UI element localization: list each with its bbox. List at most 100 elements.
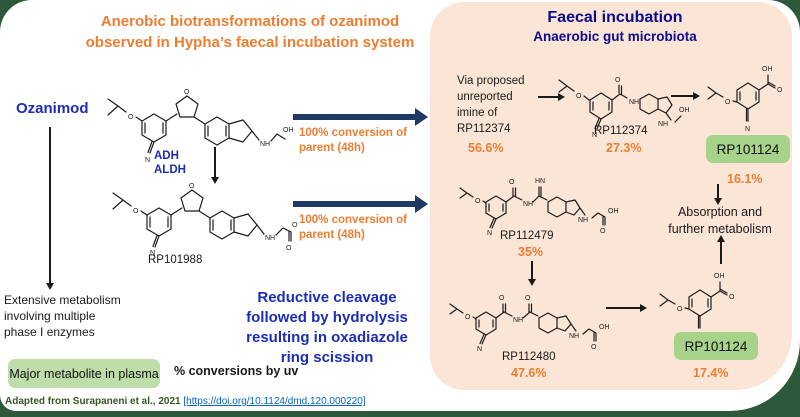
extensive-metabolism-text: Extensive metabolism involving multiple … — [4, 292, 149, 340]
svg-text:O: O — [591, 344, 597, 351]
rp101124-top-label: RP101124 — [716, 141, 780, 157]
svg-text:O: O — [729, 294, 735, 301]
reductive-cleavage-text: Reductive cleavage followed by hydrolysi… — [222, 288, 432, 368]
extensive-line1: Extensive metabolism — [4, 293, 121, 307]
arrow-rp112479-to-rp112480 — [528, 261, 535, 286]
svg-text:O: O — [725, 99, 731, 106]
svg-text:O: O — [128, 114, 134, 121]
conversion1-line2: parent (48h) — [299, 142, 365, 154]
uv-note: % conversions by uv — [174, 364, 299, 378]
svg-text:NH: NH — [513, 317, 523, 324]
via-line1: Via proposed — [457, 75, 525, 87]
svg-text:NH: NH — [658, 121, 668, 128]
svg-text:NH: NH — [523, 201, 533, 208]
svg-text:O: O — [600, 228, 606, 235]
rp112480-label: RP112480 — [502, 351, 556, 363]
adh-label: ADH — [154, 150, 179, 162]
conversion1-caption: 100% conversion of parent (48h) — [299, 126, 407, 156]
svg-text:O: O — [475, 198, 481, 205]
svg-text:OH: OH — [599, 324, 610, 331]
svg-text:OH: OH — [714, 273, 725, 280]
conversion2-caption: 100% conversion of parent (48h) — [299, 213, 407, 243]
svg-text:OH: OH — [679, 107, 689, 114]
svg-text:O: O — [509, 179, 515, 186]
absorption-line2: further metabolism — [668, 222, 772, 236]
structure-rp101124-bottom: O O OH N — [659, 273, 735, 340]
extensive-line2: involving multiple — [4, 309, 96, 323]
svg-text:O: O — [777, 87, 783, 94]
arrow-up-to-absorption — [717, 235, 724, 264]
via-imine-text: Via proposed unreported imine of RP11237… — [457, 73, 557, 137]
ozanimod-label: Ozanimod — [16, 100, 89, 117]
via-line3: imine of — [457, 107, 498, 119]
svg-text:O: O — [499, 295, 505, 302]
plasma-metabolite-label: Major metabolite in plasma — [9, 366, 159, 381]
via-line4: RP112374 — [457, 123, 511, 135]
svg-text:NH: NH — [578, 217, 588, 224]
structure-rp112479: O N O NH HN NH O OH — [459, 178, 619, 236]
rp101124-bottom-label: RP101124 — [684, 338, 748, 354]
rp112374-label: RP112374 — [594, 125, 648, 137]
structure-rp101988: O N O NH O OH — [112, 183, 298, 256]
svg-text:O: O — [286, 245, 292, 252]
panel-heading1: Faecal incubation — [547, 9, 683, 26]
svg-text:O: O — [525, 295, 531, 302]
svg-text:OH: OH — [292, 222, 298, 229]
faecal-incubation-panel — [430, 2, 792, 390]
extensive-line3: phase I enzymes — [4, 325, 95, 339]
conversion2-line1: 100% conversion of — [299, 214, 408, 226]
rp101124-bottom-box: RP101124 — [674, 332, 758, 360]
doi-link[interactable]: [https://doi.org/10.1124/dmd.120.000220] — [183, 396, 366, 407]
panel-heading2: Anaerobic gut microbiota — [533, 29, 697, 44]
main-title-line1: Anerobic biotransformations of ozanimod — [100, 13, 400, 30]
svg-text:NH: NH — [569, 333, 579, 340]
footer-credit-row: Adapted from Surapaneni et al., 2021 [ht… — [5, 396, 366, 407]
svg-text:O: O — [576, 93, 582, 100]
plasma-metabolite-box: Major metabolite in plasma — [8, 359, 160, 388]
arrow-rp112480-to-rp101124 — [606, 304, 647, 311]
credit-text: Adapted from Surapaneni et al., 2021 — [5, 396, 181, 407]
absorption-line1: Absorption and — [677, 205, 763, 219]
svg-text:N: N — [487, 230, 492, 236]
conversion-arrow-2 — [293, 195, 428, 213]
reductive-line3: resulting in oxadiazole — [246, 329, 408, 346]
svg-text:NH: NH — [260, 141, 270, 148]
svg-text:N: N — [592, 132, 597, 139]
conversion2-line2: parent (48h) — [299, 229, 365, 241]
via-line2: unreported — [457, 91, 513, 103]
svg-text:O: O — [184, 89, 190, 96]
svg-text:N: N — [745, 126, 750, 133]
enzyme-down-arrow — [211, 147, 218, 184]
main-title-line2: observed in Hypha’s faecal incubation sy… — [85, 34, 415, 51]
svg-text:NH: NH — [265, 235, 275, 242]
svg-text:O: O — [465, 314, 471, 321]
rp112479-label: RP112479 — [500, 230, 554, 242]
ozanimod-down-arrow — [46, 127, 53, 290]
svg-text:OH: OH — [608, 208, 619, 215]
structure-rp112374: O N O NH NH OH — [558, 77, 689, 139]
reductive-line1: Reductive cleavage — [257, 289, 397, 306]
rp101124-top-pct: 16.1% — [727, 172, 763, 186]
reductive-line2: followed by hydrolysis — [246, 309, 408, 326]
svg-text:N: N — [150, 250, 155, 256]
structure-rp101124-top: O O OH N — [707, 66, 783, 133]
svg-text:HN: HN — [535, 178, 545, 185]
via-pct: 56.6% — [468, 141, 504, 155]
structure-ozanimod: O N O NH OH — [107, 89, 293, 164]
enzymes-label: ADH ALDH — [154, 149, 186, 177]
arrow-via-to-rp112374 — [538, 93, 565, 100]
conversion-arrow-1 — [293, 108, 428, 126]
svg-text:O: O — [133, 208, 139, 215]
svg-text:OH: OH — [762, 66, 773, 73]
rp112374-pct: 27.3% — [606, 141, 642, 155]
svg-text:N: N — [145, 157, 150, 164]
arrow-to-absorption — [714, 184, 721, 205]
rp112480-pct: 47.6% — [511, 366, 547, 380]
svg-text:OH: OH — [283, 127, 293, 134]
rp101124-top-box: RP101124 — [706, 135, 790, 163]
absorption-text: Absorption and further metabolism — [648, 204, 792, 238]
arrow-rp112374-to-rp101124 — [671, 92, 700, 99]
svg-text:N: N — [477, 346, 482, 352]
svg-text:O: O — [189, 183, 195, 190]
